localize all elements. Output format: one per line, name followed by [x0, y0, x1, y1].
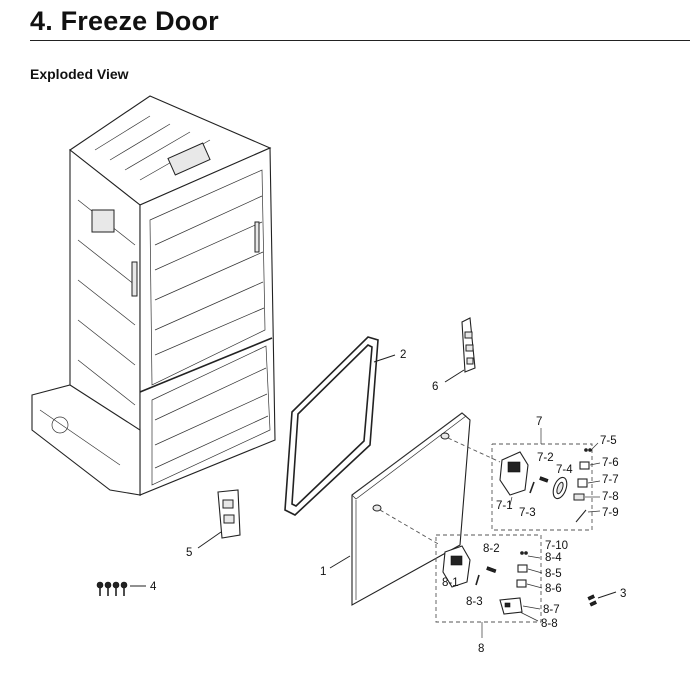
upper-bracket	[444, 317, 476, 383]
leader-1	[329, 555, 351, 569]
callout-7-5: 7-5	[600, 435, 617, 447]
callout-4: 4	[150, 581, 157, 593]
callout-7-3: 7-3	[519, 507, 536, 519]
freezer-door	[351, 412, 501, 606]
callout-8: 8	[478, 643, 484, 655]
title-underline	[30, 40, 690, 41]
small-screws	[587, 591, 617, 607]
callout-8-8: 8-8	[541, 618, 558, 630]
callout-7-4: 7-4	[556, 464, 573, 476]
callout-8-6: 8-6	[545, 583, 562, 595]
callout-7-6: 7-6	[602, 457, 619, 469]
lower-bracket	[197, 489, 241, 549]
callout-8-5: 8-5	[545, 568, 562, 580]
callout-6: 6	[432, 381, 438, 393]
callout-8-7: 8-7	[543, 604, 560, 616]
callout-7-9: 7-9	[602, 507, 619, 519]
callout-7-2: 7-2	[537, 452, 554, 464]
callout-7-8: 7-8	[602, 491, 619, 503]
callout-2: 2	[400, 349, 406, 361]
callout-8-1: 8-1	[442, 577, 459, 589]
callout-8-3: 8-3	[466, 596, 483, 608]
callout-3: 3	[620, 588, 626, 600]
callout-8-4: 8-4	[545, 552, 562, 564]
callout-1: 1	[320, 566, 326, 578]
callout-7: 7	[536, 416, 542, 428]
callout-8-2: 8-2	[483, 543, 500, 555]
refrigerator-cabinet	[31, 95, 276, 497]
door-gasket	[284, 336, 379, 516]
lower-hinge-assembly	[435, 534, 543, 638]
leader-2	[373, 354, 396, 363]
section-subtitle: Exploded View	[30, 66, 129, 82]
callout-5: 5	[186, 547, 192, 559]
callout-7-1: 7-1	[496, 500, 513, 512]
callout-7-10: 7-10	[545, 540, 568, 552]
screw-set	[96, 581, 146, 596]
page-title: 4. Freeze Door	[30, 6, 219, 36]
callout-7-7: 7-7	[602, 474, 619, 486]
upper-hinge-assembly	[491, 428, 601, 531]
